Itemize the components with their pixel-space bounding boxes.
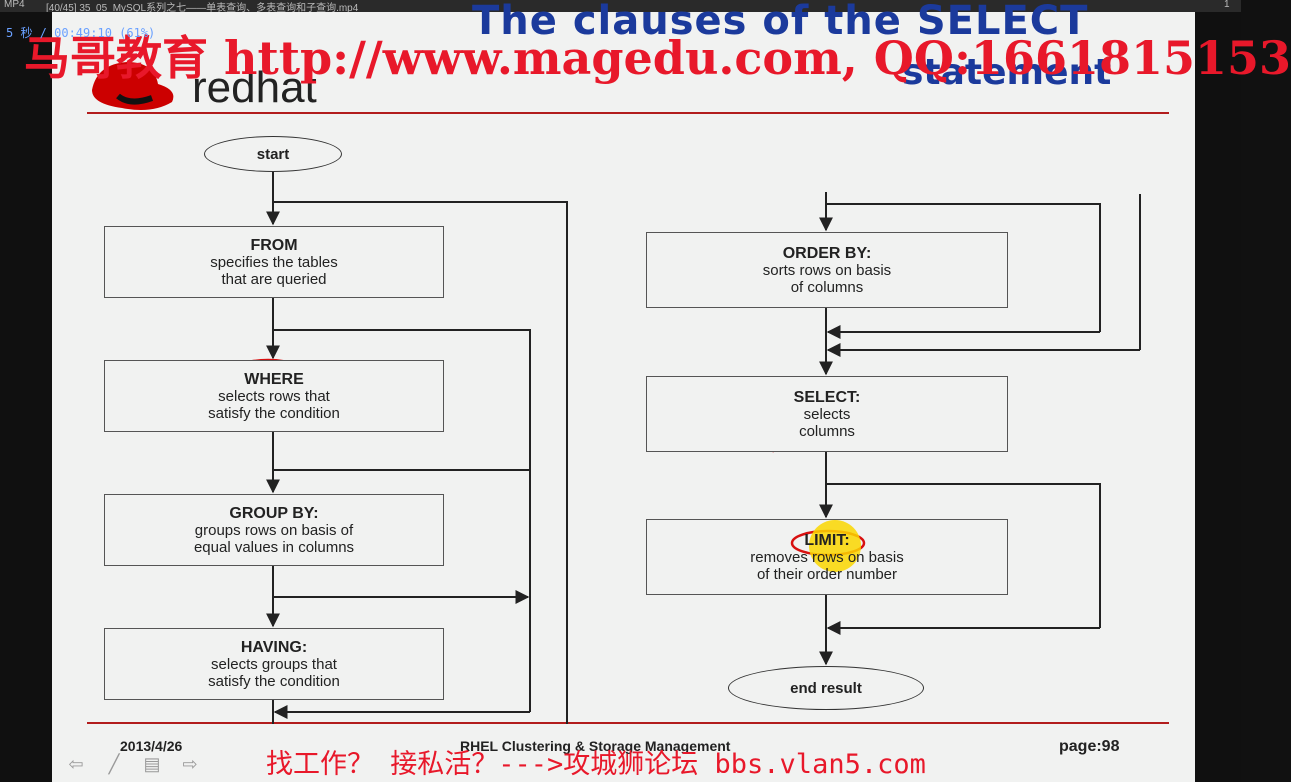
from-title: FROM — [250, 236, 298, 254]
where-box: WHERE selects rows that satisfy the cond… — [104, 360, 444, 432]
player-format-label: MP4 — [4, 0, 25, 10]
footer-page-number: page:98 — [1059, 738, 1120, 755]
redhat-logo: redhat — [92, 62, 317, 112]
select-desc-2: columns — [799, 422, 855, 440]
start-node: start — [204, 136, 342, 172]
limit-box: LIMIT: removes rows on basis of their or… — [646, 519, 1008, 595]
having-desc-1: selects groups that — [211, 655, 337, 673]
where-desc-2: satisfy the condition — [208, 404, 340, 422]
limit-title: LIMIT: — [804, 531, 850, 549]
having-title: HAVING: — [240, 638, 308, 656]
magedu-watermark: 马哥教育 http://www.magedu.com, QQ:166181515… — [24, 31, 1291, 85]
select-title: SELECT: — [793, 388, 861, 406]
select-box: SELECT: selects columns — [646, 376, 1008, 452]
from-box: FROM specifies the tables that are queri… — [104, 226, 444, 298]
forum-watermark: 找工作？ 接私活？--->攻城狮论坛 bbs.vlan5.com — [266, 749, 926, 780]
from-desc-2: that are queried — [221, 270, 327, 288]
page-indicator: 1 — [1224, 0, 1230, 10]
right-black-border — [1195, 12, 1241, 782]
order-by-desc-1: sorts rows on basis — [762, 261, 892, 279]
group-by-desc-1: groups rows on basis of — [194, 521, 354, 539]
pen-icon[interactable]: ╱ — [108, 754, 120, 774]
limit-desc-2: of their order number — [756, 565, 898, 583]
group-by-box: GROUP BY: groups rows on basis of equal … — [104, 494, 444, 566]
player-titlebar: MP4 [40/45] 35_05_MySQL系列之七——单表查询、多表查询和子… — [0, 0, 1241, 14]
footer-course: RHEL Clustering & Storage Management — [460, 738, 731, 754]
select-desc-1: selects — [803, 405, 851, 423]
where-desc-1: selects rows that — [218, 387, 330, 405]
end-result-node: end result — [728, 666, 924, 710]
slide-title-line2: statement — [902, 52, 1112, 93]
playback-timestamp: 5 秒 / 00:49:10 (61%) — [6, 26, 156, 40]
left-black-border — [0, 12, 52, 782]
having-box: HAVING: selects groups that satisfy the … — [104, 628, 444, 700]
presentation-slide: The clauses of the SELECT statement redh… — [24, 0, 1291, 782]
redhat-logo-text: redhat — [192, 63, 317, 112]
menu-icon[interactable]: ▤ — [143, 754, 161, 774]
next-slide-icon[interactable]: ⇨ — [182, 754, 198, 774]
group-by-desc-2: equal values in columns — [193, 538, 355, 556]
order-by-title: ORDER BY: — [782, 244, 872, 262]
slide-controls: ⇦ ╱ ▤ ⇨ — [64, 754, 202, 774]
cursor-highlight — [809, 520, 861, 572]
order-by-box: ORDER BY: sorts rows on basis of columns — [646, 232, 1008, 308]
limit-desc-1: removes rows on basis — [750, 548, 904, 566]
order-by-desc-2: of columns — [790, 278, 864, 296]
having-desc-2: satisfy the condition — [208, 672, 340, 690]
footer-date: 2013/4/26 — [120, 738, 183, 754]
group-by-title: GROUP BY: — [229, 504, 319, 522]
window-title: [40/45] 35_05_MySQL系列之七——单表查询、多表查询和子查询.m… — [46, 3, 359, 14]
top-rule — [87, 112, 1169, 114]
where-title: WHERE — [244, 370, 304, 388]
from-desc-1: specifies the tables — [210, 253, 338, 271]
slide-title-line1: The clauses of the SELECT — [472, 0, 1089, 44]
prev-slide-icon[interactable]: ⇦ — [68, 754, 84, 774]
bottom-rule — [87, 722, 1169, 724]
